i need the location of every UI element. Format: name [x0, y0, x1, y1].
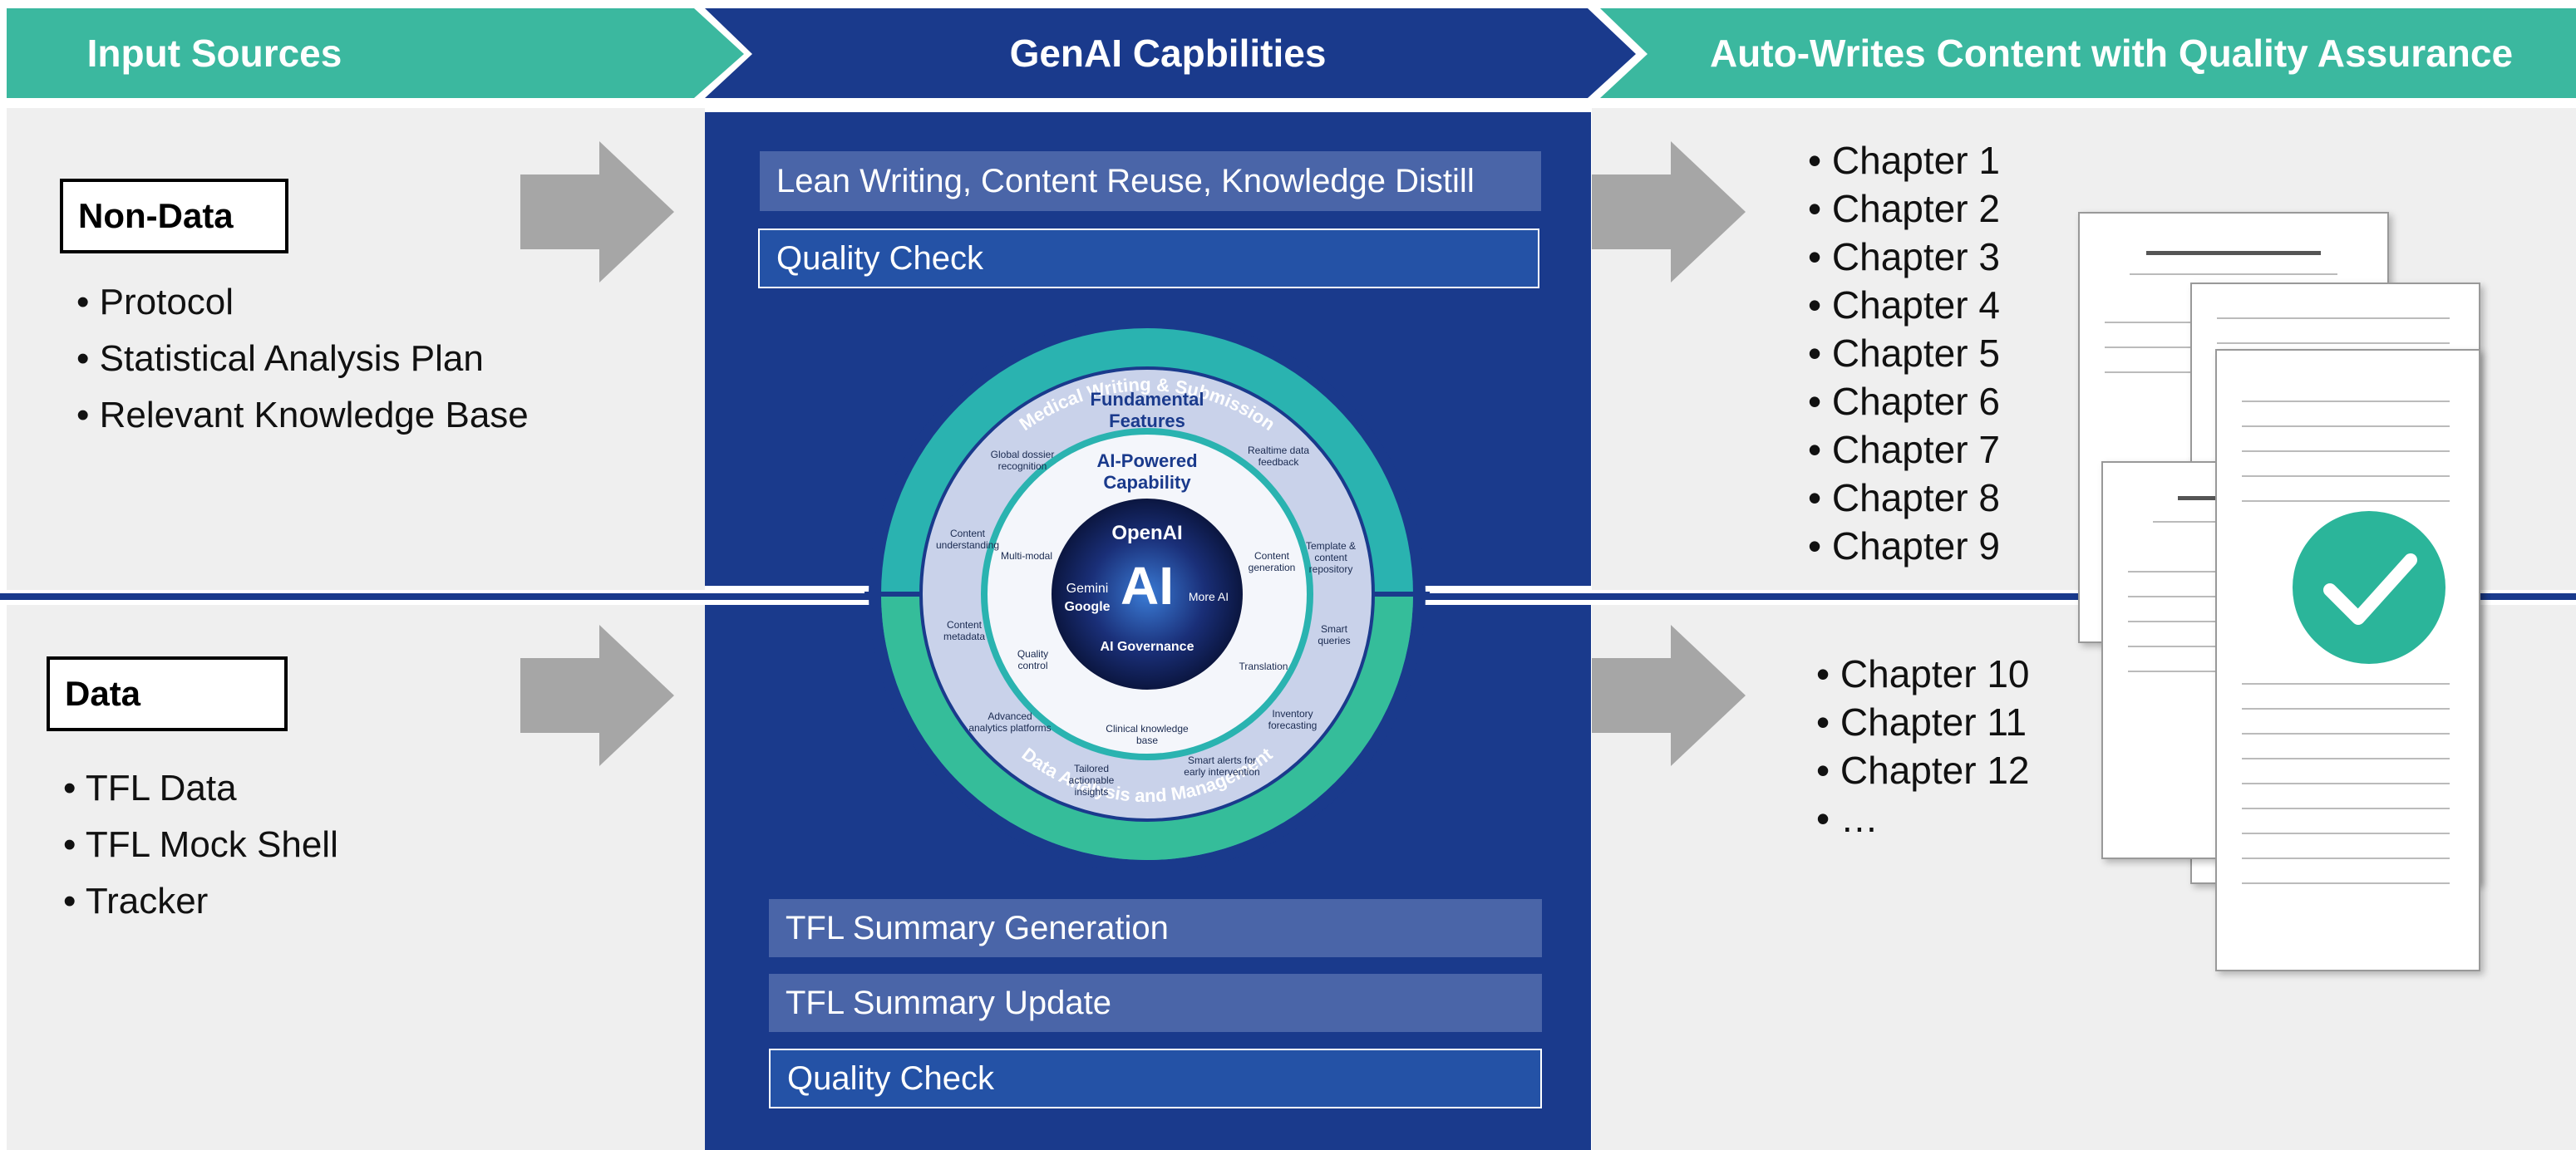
list-item: Chapter 4 — [1808, 281, 2000, 329]
gemini-label: Gemini — [1066, 582, 1109, 596]
data-label: Data — [47, 656, 288, 731]
list-item: Chapter 5 — [1808, 329, 2000, 377]
list-item: Chapter 1 — [1808, 136, 2000, 184]
list-item: … — [1816, 794, 2030, 843]
feature-smart-queries: Smart queries — [1318, 623, 1351, 646]
feature-realtime-feedback: Realtime data feedback — [1247, 445, 1310, 468]
quality-check-bar-top: Quality Check — [758, 229, 1539, 288]
non-data-list: Protocol Statistical Analysis Plan Relev… — [76, 274, 529, 444]
feature-translation: Translation — [1239, 661, 1288, 672]
list-item: Chapter 6 — [1808, 377, 2000, 425]
feature-content-generation: Content generation — [1248, 550, 1296, 573]
list-item: Chapter 12 — [1816, 746, 2030, 794]
lean-writing-bar: Lean Writing, Content Reuse, Knowledge D… — [760, 151, 1541, 211]
feature-content-metadata: Content metadata — [943, 619, 986, 642]
list-item: Statistical Analysis Plan — [76, 331, 529, 387]
list-item: Protocol — [76, 274, 529, 331]
header-output-shape — [1600, 8, 2576, 98]
arrow-icon — [520, 141, 674, 283]
feature-content-understanding: Content understanding — [935, 528, 1000, 551]
list-item: Relevant Knowledge Base — [76, 387, 529, 444]
feature-tailored-insights: Tailored actionable insights — [1068, 763, 1115, 798]
header-genai-capabilities: GenAI Capbilities — [1009, 32, 1327, 75]
checkmark-icon — [2293, 511, 2445, 664]
google-label: Google — [1064, 600, 1111, 614]
feature-smart-alerts: Smart alerts for early intervention — [1184, 754, 1260, 778]
list-item: Chapter 11 — [1816, 698, 2030, 746]
list-item: TFL Data — [63, 760, 338, 817]
feature-inventory-forecasting: Inventory forecasting — [1268, 708, 1318, 731]
feature-quality-control: Quality control — [1017, 648, 1049, 671]
list-item: Chapter 7 — [1808, 425, 2000, 474]
header-genai-shape — [705, 8, 1636, 98]
ai-core-label: AI — [1121, 556, 1174, 616]
feature-clinical-knowledge: Clinical knowledge base — [1106, 723, 1189, 746]
chapters-bottom-list: Chapter 10 Chapter 11 Chapter 12 … — [1816, 650, 2030, 843]
list-item: Chapter 2 — [1808, 184, 2000, 233]
wheel-ai-powered: AI-Powered Capability — [1096, 450, 1198, 493]
more-ai-label: More AI — [1188, 590, 1229, 603]
quality-check-bar-bottom: Quality Check — [769, 1049, 1542, 1108]
header-input-sources: Input Sources — [86, 32, 342, 75]
feature-multi-modal: Multi-modal — [1000, 550, 1052, 562]
list-item: Chapter 10 — [1816, 650, 2030, 698]
non-data-label: Non-Data — [60, 179, 288, 253]
list-item: TFL Mock Shell — [63, 817, 338, 873]
capability-wheel: Medical Writing & Submission Data Analys… — [864, 316, 1430, 872]
ai-governance-label: AI Governance — [1100, 640, 1194, 654]
list-item: Chapter 3 — [1808, 233, 2000, 281]
arrow-icon — [1592, 141, 1746, 283]
wheel-fundamental-features: Fundamental Features — [1090, 389, 1204, 431]
list-item: Tracker — [63, 873, 338, 930]
header-input-shape — [7, 8, 744, 98]
arrow-icon — [1592, 625, 1746, 766]
chapters-top-list: Chapter 1 Chapter 2 Chapter 3 Chapter 4 … — [1808, 136, 2000, 570]
header-auto-writes: Auto-Writes Content with Quality Assuran… — [1709, 32, 2514, 75]
feature-template-repository: Template & content repository — [1305, 540, 1357, 575]
openai-logo-label: OpenAI — [1111, 522, 1183, 544]
list-item: Chapter 9 — [1808, 522, 2000, 570]
feature-global-dossier: Global dossier recognition — [990, 449, 1055, 472]
list-item: Chapter 8 — [1808, 474, 2000, 522]
data-list: TFL Data TFL Mock Shell Tracker — [63, 760, 338, 930]
feature-advanced-analytics: Advanced analytics platforms — [968, 710, 1052, 734]
header-bars — [7, 8, 2576, 98]
tfl-summary-update-bar: TFL Summary Update — [769, 974, 1542, 1032]
arrow-icon — [520, 625, 674, 766]
tfl-summary-generation-bar: TFL Summary Generation — [769, 899, 1542, 957]
